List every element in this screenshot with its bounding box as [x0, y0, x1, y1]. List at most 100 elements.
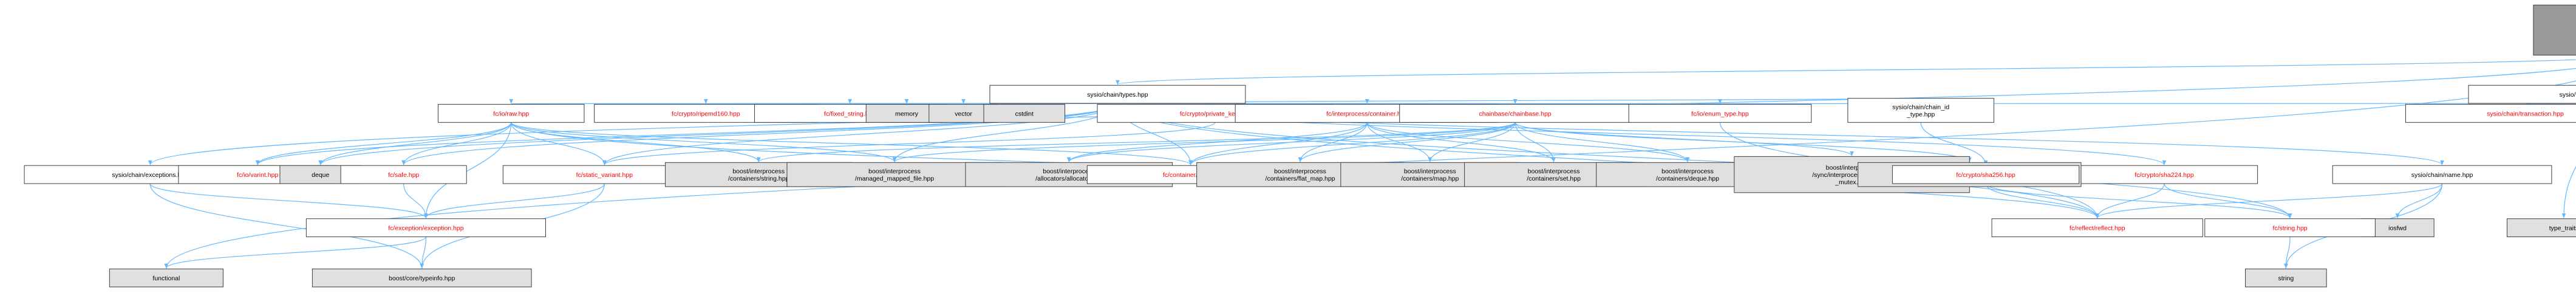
node-fc_safe[interactable]: fc/safe.hpp: [340, 165, 467, 184]
node-label: boost/interprocess: [1274, 168, 1326, 175]
node-functional[interactable]: functional: [109, 268, 223, 288]
edge-sha256-to-reflect: [1985, 183, 2100, 218]
node-authority[interactable]: sysio/chain/authority.hpp: [2468, 85, 2576, 104]
node-reflect[interactable]: fc/reflect/reflect.hpp: [1991, 218, 2203, 237]
node-box: [2204, 218, 2376, 237]
node-label: fc/interprocess/container.hpp: [1326, 110, 1408, 117]
edge-chainbase-to-bi_string: [757, 122, 1516, 162]
node-sha224[interactable]: fc/crypto/sha224.hpp: [2070, 165, 2258, 184]
node-label: cstdint: [1015, 110, 1034, 117]
node-typeinfo[interactable]: boost/core/typeinfo.hpp: [312, 268, 532, 288]
node-label: sysio/chain/transaction.hpp: [2487, 110, 2564, 117]
node-types[interactable]: sysio/chain/types.hpp: [989, 85, 1246, 104]
node-box: [109, 268, 223, 288]
edge-ic_container-to-fc_flat: [1188, 122, 1368, 165]
edge-fc_exception-to-functional: [164, 236, 427, 269]
node-label: fc/io/enum_type.hpp: [1691, 110, 1749, 117]
node-label: boost/interprocess: [868, 168, 921, 175]
node-label: fc/exception/exception.hpp: [388, 225, 463, 232]
edge-chainbase-to-bi_alloc: [1067, 122, 1516, 162]
edge-ic_container-to-bi_map: [1366, 122, 1433, 162]
edge-types-to-static_variant: [602, 103, 1119, 165]
edge-types-to-deque: [318, 103, 1119, 165]
node-label: memory: [895, 110, 919, 117]
node-box: [1847, 98, 1994, 123]
edge-sha224-to-reflect: [2095, 183, 2165, 218]
node-string[interactable]: string: [2245, 268, 2327, 288]
node-box: [437, 104, 585, 123]
edge-fc_string-to-string: [2284, 237, 2291, 269]
node-box: [2405, 104, 2576, 123]
node-chain_id[interactable]: sysio/chain/chain_id_type.hpp: [1847, 98, 1994, 123]
edge-types-to-fc_string: [1117, 103, 2292, 218]
node-label: fc/crypto/sha224.hpp: [2135, 171, 2194, 179]
node-label: /allocators/allocator.hpp: [1035, 175, 1102, 182]
node-enum_type[interactable]: fc/io/enum_type.hpp: [1628, 104, 1812, 123]
edge-chainbase-to-bi_flat_map: [1298, 122, 1516, 162]
node-sha256[interactable]: fc/crypto/sha256.hpp: [1892, 165, 2080, 184]
node-root[interactable]: libraries/chain/include/sysio/chain/auth…: [2533, 4, 2576, 56]
edge-name_hpp-to-reflect: [2095, 183, 2443, 219]
node-label: vector: [955, 110, 972, 117]
node-cstdint[interactable]: cstdint: [983, 104, 1066, 123]
node-box: [312, 268, 532, 288]
node-label: /managed_mapped_file.hpp: [855, 175, 934, 182]
edge-chain_id-to-sha256: [1920, 122, 1988, 165]
edge-chainbase-to-bi_set: [1515, 122, 1556, 162]
node-box: [2332, 165, 2552, 184]
edge-exceptions-to-typeinfo: [149, 183, 424, 269]
node-label: fc/fixed_string.hpp: [824, 110, 876, 117]
edge-sha224-to-fc_string: [2164, 183, 2292, 218]
edge-name_hpp-to-iosfwd: [2395, 183, 2443, 218]
edge-fc_raw-to-deque: [318, 122, 512, 165]
node-label: /containers/string.hpp: [728, 175, 789, 182]
node-fc_string[interactable]: fc/string.hpp: [2204, 218, 2376, 237]
edge-types-to-fc_safe: [401, 103, 1119, 165]
node-chainbase[interactable]: chainbase/chainbase.hpp: [1399, 104, 1631, 123]
edge-authority-to-chainbase: [1515, 100, 2576, 105]
node-fc_raw[interactable]: fc/io/raw.hpp: [437, 104, 585, 123]
edge-fc_raw-to-fc_flat: [511, 122, 1193, 165]
edge-static_variant-to-fc_exception: [424, 183, 605, 218]
edge-ic_container-to-bi_alloc: [1067, 122, 1368, 162]
edge-types-to-reflect: [1117, 103, 2099, 218]
node-label: fc/safe.hpp: [388, 171, 420, 179]
node-label: chainbase/chainbase.hpp: [1479, 110, 1552, 117]
edge-types-to-fc_varint: [256, 103, 1119, 165]
node-label: boost/core/typeinfo.hpp: [389, 275, 455, 282]
node-box: [2533, 4, 2576, 56]
node-label: sysio/chain/authority.hpp: [2560, 91, 2576, 99]
node-box: [1399, 104, 1631, 123]
node-box: [340, 165, 467, 184]
node-label: deque: [312, 171, 329, 179]
node-box: [305, 218, 547, 237]
node-label: fc/reflect/reflect.hpp: [2070, 225, 2125, 232]
nodes-layer: libraries/chain/include/sysio/chain/auth…: [24, 4, 2576, 288]
edge-private_key-to-static_variant: [602, 122, 1216, 165]
node-box: [1628, 104, 1812, 123]
node-fc_exception[interactable]: fc/exception/exception.hpp: [305, 218, 547, 237]
node-label: /containers/set.hpp: [1527, 175, 1581, 182]
node-label: type_traits: [2549, 225, 2576, 232]
node-transaction[interactable]: sysio/chain/transaction.hpp: [2405, 104, 2576, 123]
node-label: /containers/flat_map.hpp: [1266, 175, 1335, 182]
edge-chainbase-to-bi_lock: [1515, 122, 1972, 162]
node-label: iosfwd: [2388, 225, 2407, 232]
node-label: fc/crypto/private_key.hpp: [1180, 110, 1250, 117]
node-box: [2070, 165, 2258, 184]
edge-fc_raw-to-bi_string: [511, 122, 761, 162]
edge-ic_container-to-bi_flat_map: [1298, 122, 1368, 162]
node-label: sysio/chain/name.hpp: [2411, 171, 2473, 179]
node-name_hpp[interactable]: sysio/chain/name.hpp: [2332, 165, 2552, 184]
node-type_traits[interactable]: type_traits: [2506, 218, 2576, 237]
edge-fc_raw-to-fc_exception: [424, 122, 512, 218]
edge-sha256-to-fc_string: [1985, 183, 2292, 218]
node-label: boost/interprocess: [1404, 168, 1456, 175]
edge-fc_raw-to-fc_varint: [255, 122, 512, 165]
node-label: boost/interprocess: [1661, 168, 1714, 175]
node-label: string: [2278, 275, 2294, 282]
node-label: boost/interprocess: [732, 168, 785, 175]
node-label: boost/interprocess: [1043, 168, 1095, 175]
